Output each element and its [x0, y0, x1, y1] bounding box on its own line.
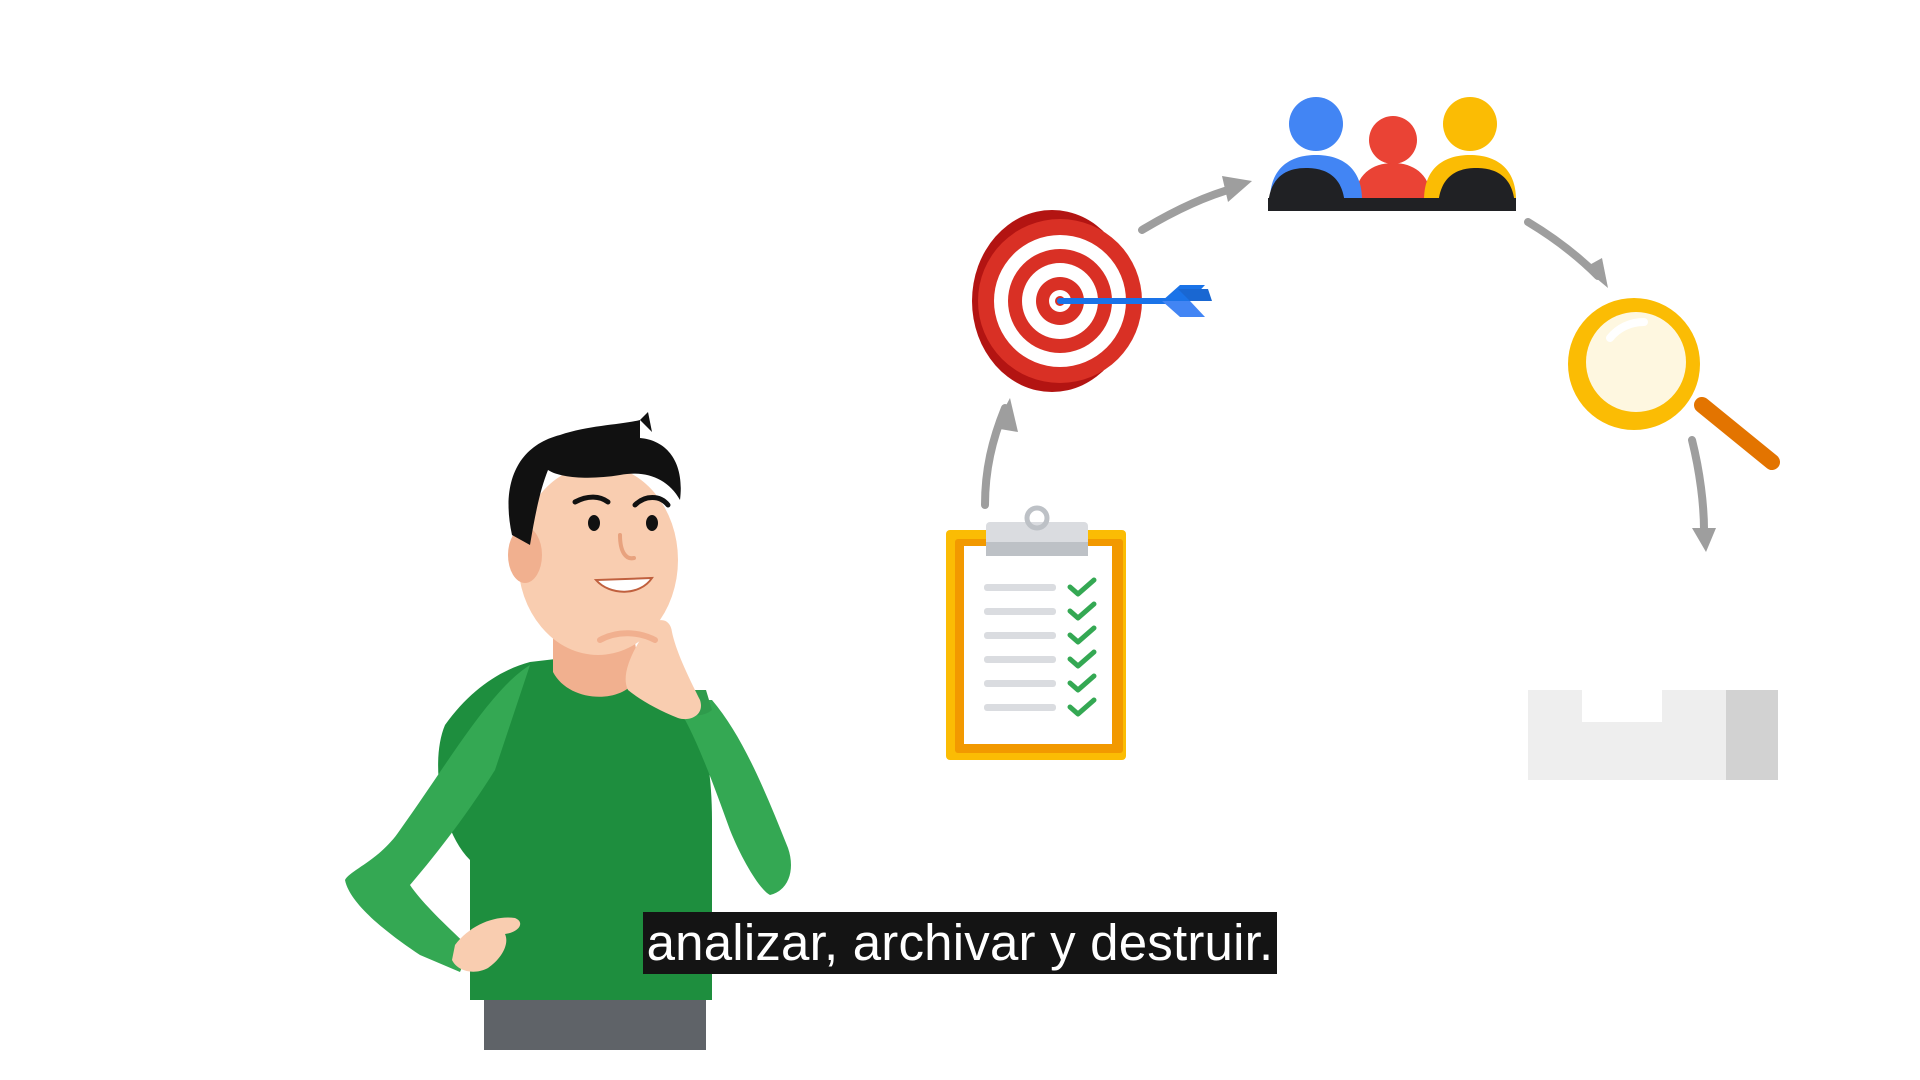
arrow-target-to-team [1138, 184, 1239, 234]
head [518, 465, 678, 655]
eye-right [646, 515, 658, 531]
ear [508, 527, 542, 583]
subtitle-text: analizar, archivar y destruir. [642, 912, 1278, 974]
arrow-head-down [1692, 528, 1716, 552]
right-hand [625, 620, 701, 720]
mouth [593, 576, 654, 593]
arrow-head-down-right [1584, 258, 1608, 288]
eye-left [588, 515, 600, 531]
eyebrow-left [572, 494, 611, 505]
left-hand [452, 917, 521, 972]
right-arm [672, 700, 791, 895]
eyebrow-right [632, 495, 671, 508]
team-people-icon [1268, 97, 1516, 211]
hair [508, 420, 681, 545]
archive-box-icon [1528, 690, 1778, 780]
subtitle-bar: analizar, archivar y destruir. [0, 912, 1920, 974]
magnifier-icon [1568, 298, 1780, 470]
cycle-arrows [981, 176, 1716, 552]
arrow-head-right [1222, 176, 1252, 202]
arrow-head-up [994, 398, 1018, 432]
clipboard-checklist-icon [946, 505, 1126, 760]
nose [618, 533, 636, 561]
target-dart-icon [972, 210, 1212, 392]
left-arm [345, 665, 530, 972]
arrow-magnifier-to-box [1688, 436, 1708, 534]
